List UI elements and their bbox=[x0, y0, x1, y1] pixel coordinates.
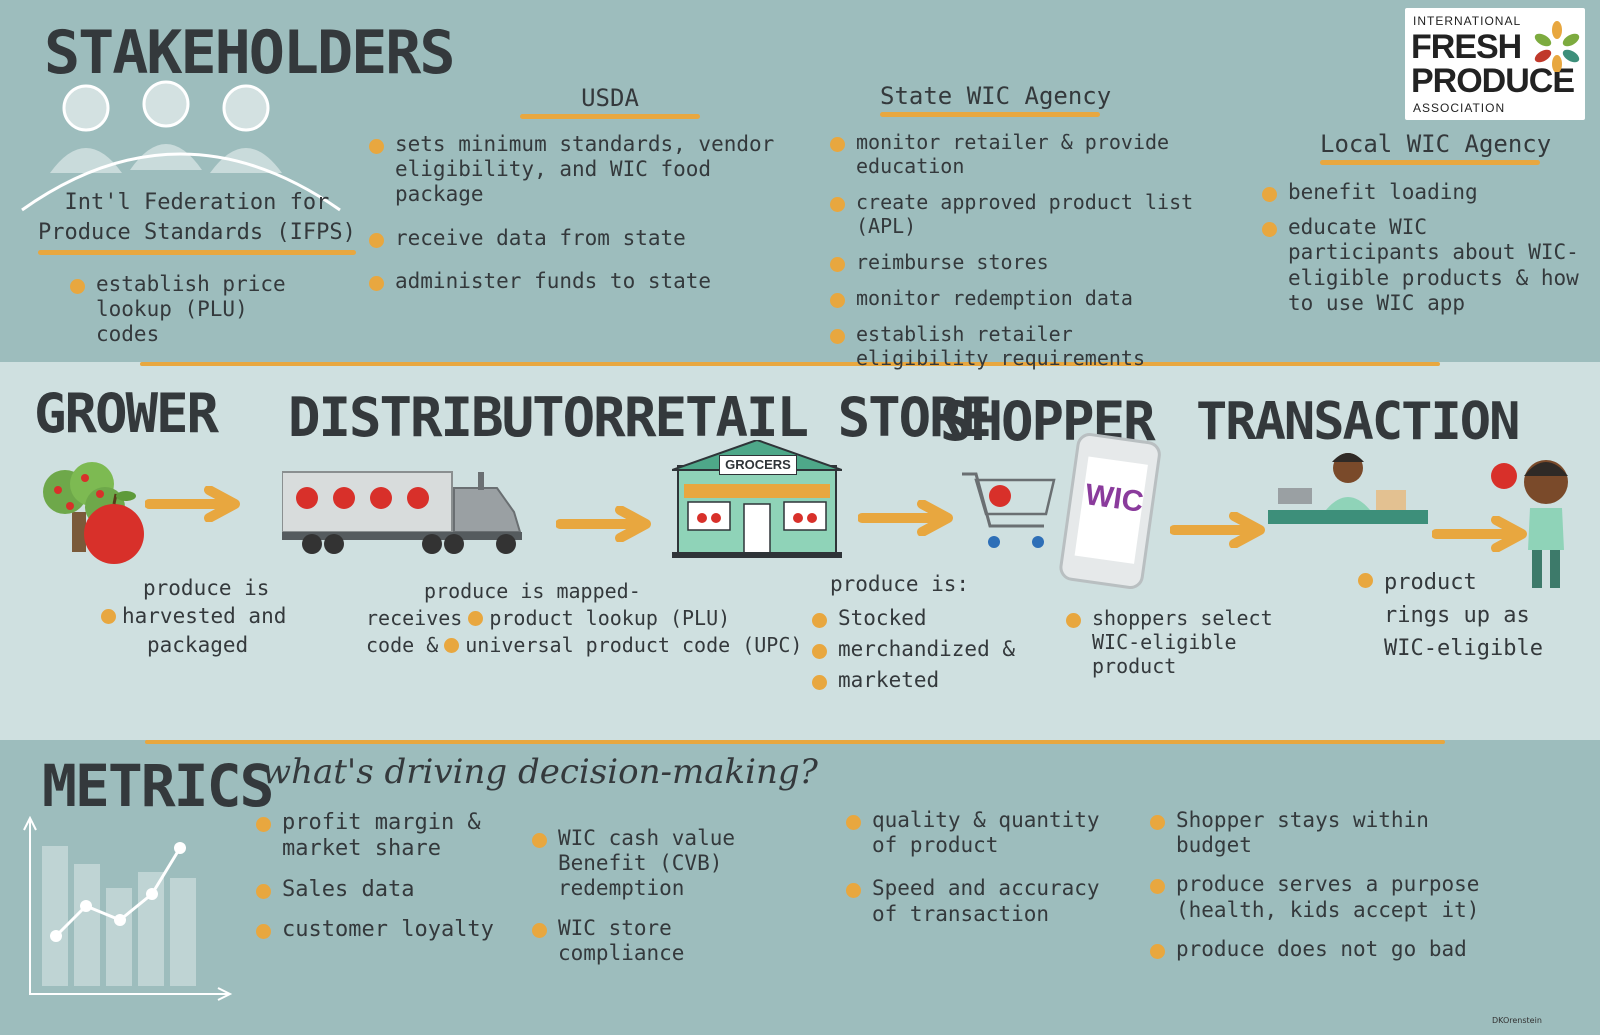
distributor-bullet-dot-2 bbox=[444, 638, 460, 653]
state-wic-bullet-5: establish retailer eligibility requireme… bbox=[826, 322, 1166, 370]
bar-chart-icon bbox=[23, 816, 233, 1001]
shopper-bullet-1: shoppers select WIC-eligible product bbox=[1062, 606, 1312, 678]
usda-underline bbox=[520, 114, 700, 119]
metrics-col3: quality & quantity of product Speed and … bbox=[842, 808, 1112, 937]
metrics-col1-item-3: customer loyalty bbox=[252, 917, 502, 943]
metrics-col3-item-2: Speed and accuracy of transaction bbox=[842, 876, 1112, 926]
arrow-grower-to-distributor-icon bbox=[145, 486, 240, 522]
state-wic-underline bbox=[880, 112, 1100, 117]
grower-text-line3: packaged bbox=[147, 632, 249, 657]
ifps-heading-line2: Produce Standards (IFPS) bbox=[38, 220, 356, 245]
customer-with-apple-icon bbox=[1491, 460, 1568, 588]
usda-heading: USDA bbox=[520, 84, 700, 119]
grower-title: GROWER bbox=[34, 382, 219, 445]
logo-line2: FRESH bbox=[1411, 28, 1522, 66]
grocery-store-icon bbox=[672, 440, 842, 558]
retail-bullet-2: merchandized & bbox=[808, 637, 1028, 662]
state-wic-bullet-1: monitor retailer & provide education bbox=[826, 130, 1246, 178]
grower-text-line2: harvested and bbox=[122, 604, 287, 629]
metrics-col1-item-1: profit margin & market share bbox=[252, 810, 502, 863]
logo-petal-icon bbox=[1534, 21, 1580, 72]
local-wic-heading: Local WIC Agency bbox=[1320, 130, 1551, 165]
retail-bullet-3: marketed bbox=[808, 668, 1028, 693]
apple-tree-icon bbox=[43, 462, 144, 564]
retail-store-title: RETAIL STORE bbox=[624, 386, 992, 449]
transaction-bullets: product rings up as WIC-eligible bbox=[1354, 566, 1544, 675]
state-wic-heading: State WIC Agency bbox=[880, 82, 1111, 117]
arrow-transaction-to-customer-icon bbox=[1432, 516, 1527, 552]
wic-phone-icon bbox=[1059, 433, 1161, 589]
local-wic-heading-label: Local WIC Agency bbox=[1320, 130, 1552, 158]
metrics-col4-item-1: Shopper stays within budget bbox=[1146, 808, 1486, 858]
logo-line1: INTERNATIONAL bbox=[1413, 14, 1522, 28]
state-wic-bullet-3: reimburse stores bbox=[826, 250, 1246, 274]
local-wic-underline bbox=[1320, 160, 1540, 165]
people-group-icon bbox=[21, 80, 341, 212]
usda-bullets: sets minimum standards, vendor eligibili… bbox=[365, 132, 785, 304]
artist-signature: DKOrenstein bbox=[1492, 1016, 1542, 1025]
metrics-title: METRICS bbox=[42, 752, 274, 820]
grower-text-line1: produce is bbox=[143, 576, 270, 600]
ifpa-logo: INTERNATIONAL FRESH PRODUCE ASSOCIATION bbox=[1405, 8, 1585, 120]
transaction-title: TRANSACTION bbox=[1196, 392, 1520, 452]
distributor-text-line2b: product lookup (PLU) bbox=[489, 606, 731, 630]
local-wic-bullets: benefit loading educate WIC participants… bbox=[1258, 180, 1588, 326]
stakeholders-band bbox=[0, 0, 1600, 362]
divider-bottom bbox=[145, 740, 1445, 744]
divider-top bbox=[140, 362, 1440, 366]
ifps-heading: Int'l Federation for Produce Standards (… bbox=[38, 188, 356, 255]
shopper-bullets: shoppers select WIC-eligible product bbox=[1062, 606, 1312, 688]
retail-bullets: Stocked merchandized & marketed bbox=[808, 606, 1028, 704]
local-wic-bullet-1: benefit loading bbox=[1258, 180, 1588, 205]
arrow-retail-to-shopper-icon bbox=[858, 500, 953, 536]
grower-bullet-dot bbox=[101, 609, 116, 625]
retail-bullet-1: Stocked bbox=[808, 606, 1028, 631]
metrics-col1-item-2: Sales data bbox=[252, 877, 502, 903]
metrics-col4-item-3: produce does not go bad bbox=[1146, 937, 1486, 962]
distributor-title: DISTRIBUTOR bbox=[288, 386, 626, 449]
cashier-checkout-icon bbox=[1268, 453, 1428, 524]
stakeholders-title: STAKEHOLDERS bbox=[44, 18, 455, 88]
local-wic-bullet-2: educate WIC participants about WIC-eligi… bbox=[1258, 215, 1588, 316]
usda-bullet-2: receive data from state bbox=[365, 226, 785, 251]
metrics-col3-item-1: quality & quantity of product bbox=[842, 808, 1112, 858]
distributor-text-line1: produce is mapped- bbox=[424, 579, 641, 603]
logo-line4: ASSOCIATION bbox=[1413, 101, 1506, 115]
ifps-underline bbox=[38, 250, 356, 255]
grower-text: produce is harvested and packaged bbox=[95, 574, 286, 659]
state-wic-bullet-2: create approved product list (APL) bbox=[826, 190, 1246, 238]
metrics-question: what's driving decision-making? bbox=[262, 752, 818, 792]
metrics-col2: WIC cash value Benefit (CVB) redemption … bbox=[528, 826, 808, 976]
distributor-text: produce is mapped- receives product looku… bbox=[366, 578, 802, 659]
retail-intro-text: produce is: bbox=[830, 572, 970, 596]
store-sign: GROCERS bbox=[719, 455, 797, 475]
state-wic-bullet-4: monitor redemption data bbox=[826, 286, 1246, 310]
state-wic-heading-label: State WIC Agency bbox=[880, 82, 1112, 110]
state-wic-bullets: monitor retailer & provide education cre… bbox=[826, 130, 1246, 380]
transaction-bullet-1: product rings up as WIC-eligible bbox=[1354, 566, 1544, 665]
distributor-bullet-dot-1 bbox=[468, 611, 484, 626]
delivery-truck-icon bbox=[282, 471, 522, 554]
metrics-col2-item-2: WIC store compliance bbox=[528, 916, 808, 966]
ifps-bullets: establish price lookup (PLU) codes bbox=[66, 272, 306, 358]
logo-line3: PRODUCE bbox=[1411, 62, 1575, 100]
metrics-col4-item-2: produce serves a purpose (health, kids a… bbox=[1146, 872, 1486, 922]
usda-heading-label: USDA bbox=[581, 84, 639, 112]
metrics-col2-item-1: WIC cash value Benefit (CVB) redemption bbox=[528, 826, 808, 902]
ifps-heading-line1: Int'l Federation for bbox=[64, 190, 330, 215]
arrow-shopper-to-transaction-icon bbox=[1170, 512, 1265, 548]
arrow-distributor-to-retail-icon bbox=[556, 506, 651, 542]
distributor-text-line2a: receives bbox=[366, 606, 463, 630]
shopping-cart-icon bbox=[962, 472, 1056, 548]
usda-bullet-1: sets minimum standards, vendor eligibili… bbox=[365, 132, 785, 208]
distributor-text-line3b: universal product code (UPC) bbox=[465, 633, 803, 657]
metrics-col1: profit margin & market share Sales data … bbox=[252, 810, 502, 954]
ifps-bullet-1: establish price lookup (PLU) codes bbox=[66, 272, 306, 348]
distributor-text-line3a: code & bbox=[366, 633, 439, 657]
usda-bullet-3: administer funds to state bbox=[365, 269, 785, 294]
metrics-col4: Shopper stays within budget produce serv… bbox=[1146, 808, 1486, 972]
